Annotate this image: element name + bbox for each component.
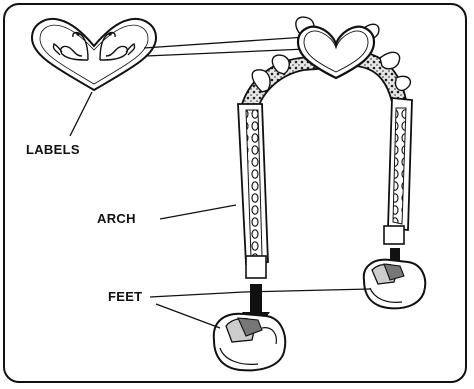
arch-leader-line: [160, 205, 236, 219]
arch-callout: ARCH: [97, 212, 136, 226]
labels-callout: LABELS: [26, 143, 80, 157]
feet-callout: FEET: [108, 290, 142, 304]
right-foot: [364, 260, 425, 309]
left-foot: [214, 314, 285, 371]
heart-label-with-swans: [32, 19, 156, 90]
